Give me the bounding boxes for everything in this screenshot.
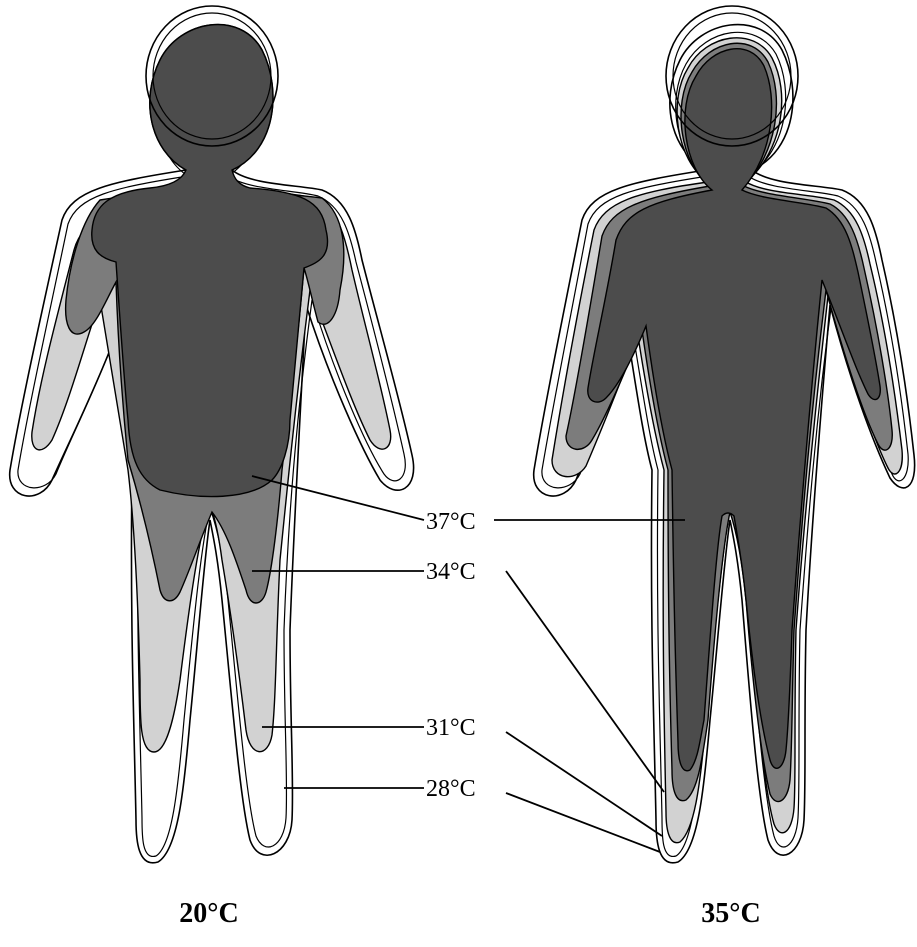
leader-31-right	[506, 732, 662, 836]
ambient-captions: 20°C 35°C	[179, 898, 760, 929]
label-28: 28°C	[426, 776, 476, 802]
caption-warm: 35°C	[701, 898, 760, 929]
figure-warm	[534, 6, 915, 863]
leader-28-right	[506, 793, 660, 852]
label-37: 37°C	[426, 509, 476, 535]
label-34: 34°C	[426, 559, 476, 585]
isotherm-labels: 37°C 34°C 31°C 28°C	[426, 509, 476, 802]
leader-34-right	[506, 571, 664, 792]
warm-zone-37	[588, 49, 881, 771]
caption-cold: 20°C	[179, 898, 238, 929]
label-31: 31°C	[426, 715, 476, 741]
figure-cold	[10, 6, 414, 863]
